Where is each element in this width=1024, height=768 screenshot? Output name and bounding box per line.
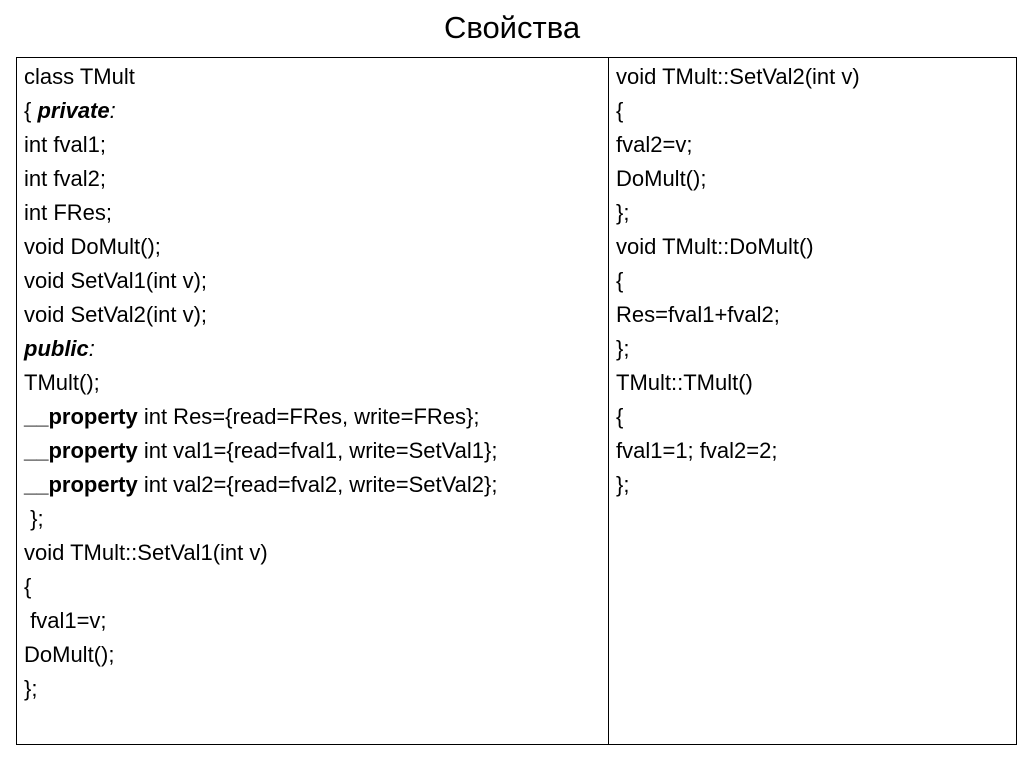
code-line: void DoMult(); (24, 234, 161, 259)
property-keyword: __property (24, 438, 138, 463)
code-line-private: { private: (24, 94, 608, 128)
code-line: }; (24, 676, 38, 701)
code-line: DoMult(); (24, 642, 115, 667)
colon-suffix: : (88, 336, 95, 361)
colon-suffix: : (109, 98, 116, 123)
code-line-property: __property int Res={read=FRes, write=FRe… (24, 400, 608, 434)
code-line: void SetVal1(int v); (24, 268, 208, 293)
code-line: void TMult::SetVal1(int v) (24, 540, 268, 565)
public-keyword: public (24, 336, 89, 361)
property-keyword: __property (24, 404, 138, 429)
code-line: TMult(); (24, 370, 100, 395)
code-line: { (616, 268, 624, 293)
code-line: class TMult (24, 64, 135, 89)
left-code-column: class TMult { private: int fval1; int fv… (16, 57, 609, 745)
code-line: fval2=v; (616, 132, 693, 157)
property-declaration: int val1={read=fval1, write=SetVal1}; (137, 438, 498, 463)
brace-prefix: { (24, 98, 38, 123)
code-line: fval1=v; (24, 608, 107, 633)
code-line: { (616, 98, 624, 123)
code-table: class TMult { private: int fval1; int fv… (16, 57, 1017, 745)
right-code-column: void TMult::SetVal2(int v) { fval2=v; Do… (608, 57, 1017, 745)
property-declaration: int Res={read=FRes, write=FRes}; (137, 404, 480, 429)
property-declaration: int val2={read=fval2, write=SetVal2}; (137, 472, 498, 497)
code-line: { (24, 574, 32, 599)
code-line-public: public: (24, 332, 608, 366)
code-line: void SetVal2(int v); (24, 302, 208, 327)
code-line: void TMult::DoMult() (616, 234, 814, 259)
code-line: int fval2; (24, 166, 106, 191)
code-line: void TMult::SetVal2(int v) (616, 64, 860, 89)
property-keyword: __property (24, 472, 138, 497)
code-line: }; (24, 506, 44, 531)
code-line: DoMult(); (616, 166, 707, 191)
code-line: }; (616, 336, 630, 361)
code-line: TMult::TMult() (616, 370, 753, 395)
code-line: int FRes; (24, 200, 113, 225)
slide-title: Свойства (443, 10, 581, 45)
code-line-property: __property int val1={read=fval1, write=S… (24, 434, 608, 468)
code-table-row: class TMult { private: int fval1; int fv… (16, 57, 1017, 745)
code-line: { (616, 404, 624, 429)
code-line: Res=fval1+fval2; (616, 302, 780, 327)
code-line-property: __property int val2={read=fval2, write=S… (24, 468, 608, 502)
code-line: int fval1; (24, 132, 106, 157)
code-line: }; (616, 472, 630, 497)
code-line: fval1=1; fval2=2; (616, 438, 778, 463)
code-line: }; (616, 200, 630, 225)
private-keyword: private (37, 98, 110, 123)
